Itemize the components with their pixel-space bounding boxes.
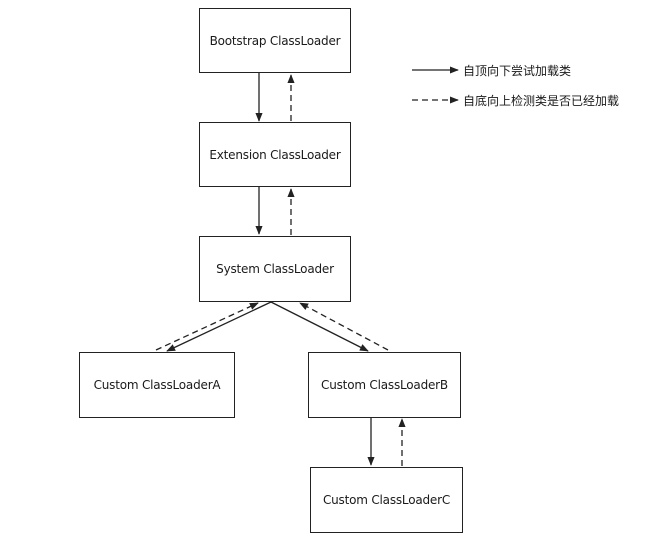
edge-system-to-customB [270,301,369,352]
node-custom-classloader-a: Custom ClassLoaderA [79,352,235,418]
node-label: Extension ClassLoader [209,147,341,162]
node-system-classloader: System ClassLoader [199,236,351,302]
node-label: System ClassLoader [216,262,334,276]
node-custom-classloader-c: Custom ClassLoaderC [310,467,463,533]
node-label: Custom ClassLoaderC [322,493,451,507]
legend-dashed-label: 自底向上检测类是否已经加载 [463,94,620,108]
node-bootstrap-classloader: Bootstrap ClassLoader [199,8,351,73]
node-label: Bootstrap ClassLoader [209,33,341,48]
edge-customA-to-system [155,302,259,351]
node-extension-classloader: Extension ClassLoader [199,122,351,187]
legend-solid-label: 自顶向下尝试加载类 [463,64,572,78]
edge-customB-to-system [299,302,389,351]
node-custom-classloader-b: Custom ClassLoaderB [308,352,461,418]
node-label: Custom ClassLoaderB [321,378,448,392]
edge-system-to-customA [166,301,272,352]
node-label: Custom ClassLoaderA [93,378,221,392]
